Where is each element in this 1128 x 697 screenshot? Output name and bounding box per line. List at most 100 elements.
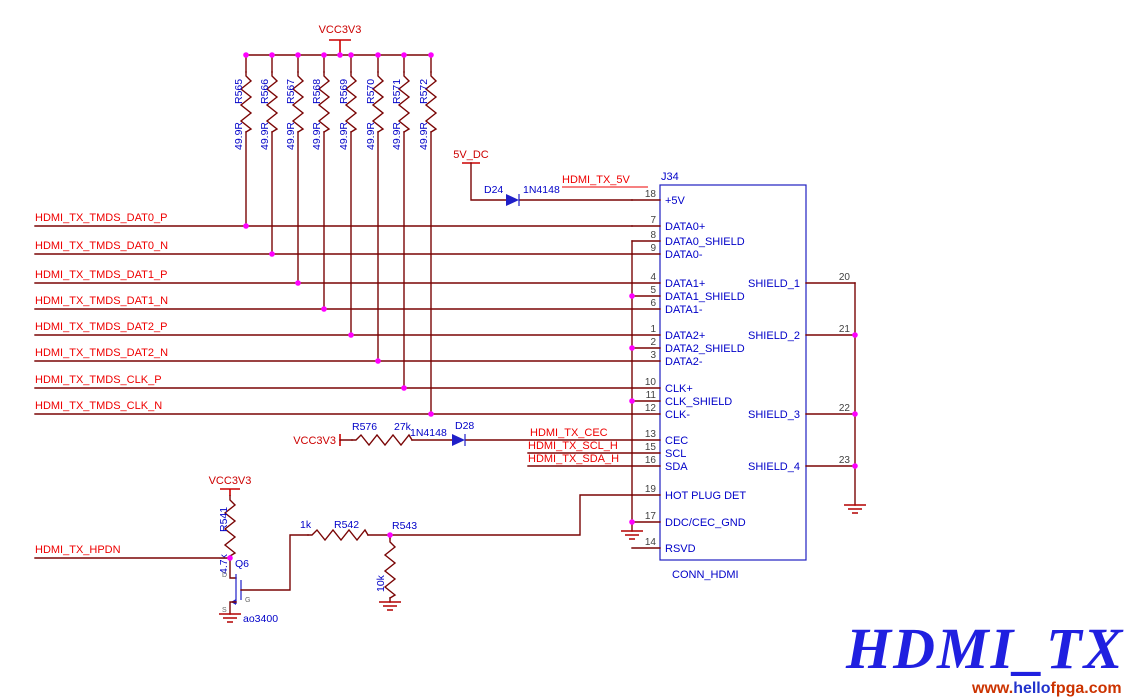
connector-footprint: CONN_HDMI [672, 569, 739, 581]
resistor-ref: R568 [311, 79, 323, 104]
pin-name: SHIELD_1 [748, 278, 800, 290]
q6-gate-wire [240, 534, 309, 591]
pin-number: 14 [645, 537, 657, 548]
pin-number: 8 [650, 230, 656, 241]
ground-symbol [378, 601, 402, 611]
pin-number: 1 [650, 324, 656, 335]
junction-dot [852, 332, 858, 338]
watermark-suffix: fpga.com [1051, 680, 1122, 697]
cec-branch: VCC3V3 R576 27k 1N4148 D28 HDMI_TX_CEC H… [293, 420, 633, 467]
resistor-R542 [307, 529, 369, 541]
watermark: www.hellofpga.com [971, 680, 1122, 697]
hpd-to-pin19-wire [367, 494, 633, 536]
sheet-title: HDMI_TX [845, 616, 1124, 681]
net-label: HDMI_TX_TMDS_DAT2_N [35, 347, 168, 359]
resistor-value: 49.9R [418, 122, 430, 150]
tmds-junction-dots [243, 223, 434, 417]
net-label: HDMI_TX_TMDS_DAT2_P [35, 321, 167, 333]
pin-name: DATA0_SHIELD [665, 236, 745, 248]
vcc3v3-top-power-port: VCC3V3 [319, 24, 362, 55]
diode-D28 [451, 433, 466, 447]
transistor-Q6: Q6 ao3400 D G S [218, 534, 309, 625]
q6-pin-g-label: G [245, 597, 250, 604]
net-label: HDMI_TX_5V [562, 174, 631, 186]
pin-number: 3 [650, 350, 656, 361]
diode-ref: D28 [455, 420, 474, 432]
pin-number: 11 [646, 390, 657, 401]
pin-name: CLK- [665, 409, 690, 421]
resistor-ref: R566 [259, 79, 271, 104]
pin-name: DATA2- [665, 356, 703, 368]
pin-number: 23 [839, 455, 851, 466]
diode-D24 [505, 193, 520, 207]
pin-name: DATA1+ [665, 278, 705, 290]
ground-symbol [620, 530, 644, 540]
resistor-ref: R543 [392, 520, 417, 532]
resistor-value: 49.9R [365, 122, 377, 150]
pin-name: SHIELD_3 [748, 409, 800, 421]
pin-number: 20 [839, 272, 851, 283]
pin-number: 2 [650, 337, 656, 348]
hpd-branch: VCC3V3 R541 4.7k HDMI_TX_HPDN Q6 ao3400 … [34, 475, 633, 625]
pin-name: SDA [665, 461, 688, 473]
pin-number: 19 [645, 484, 657, 495]
resistor-value: 49.9R [338, 122, 350, 150]
resistor-ref: R542 [334, 519, 359, 531]
net-label: HDMI_TX_HPDN [35, 544, 121, 556]
pin-name: CLK_SHIELD [665, 396, 732, 408]
vcc3v3-cec-label: VCC3V3 [293, 435, 336, 447]
resistor-value: 1k [300, 519, 312, 531]
resistor-ref: R571 [391, 79, 403, 104]
transistor-ref: Q6 [235, 558, 249, 570]
resistor-ref: R570 [365, 79, 377, 104]
net-label: HDMI_TX_TMDS_DAT0_N [35, 240, 168, 252]
resistor-value: 10k [375, 574, 387, 592]
resistor-ref: R569 [338, 79, 350, 104]
junction-dot [852, 411, 858, 417]
resistor-ref: R572 [418, 79, 430, 104]
pin-name: +5V [665, 195, 686, 207]
junction-dot [387, 532, 393, 538]
resistor-ref: R567 [285, 79, 297, 104]
watermark-prefix: www. [971, 680, 1013, 697]
ground-symbol [218, 613, 242, 623]
junction-dot [629, 293, 635, 299]
resistor-value: 49.9R [233, 122, 245, 150]
pin-name: DDC/CEC_GND [665, 517, 746, 529]
pin-name: DATA0+ [665, 221, 705, 233]
resistor-value: 27k [394, 421, 412, 433]
pin-number: 10 [645, 377, 657, 388]
pin-name: DATA2+ [665, 330, 705, 342]
q6-source-wire [229, 601, 237, 615]
hpdn-wire [34, 555, 237, 579]
q6-pin-d-label: D [222, 572, 227, 579]
pin-name: SCL [665, 448, 686, 460]
vcc3v3-top-label: VCC3V3 [319, 24, 362, 36]
pin-number: 7 [650, 215, 656, 226]
diode-type: 1N4148 [410, 427, 447, 439]
resistor-ref: R541 [218, 507, 230, 532]
pin-name: DATA0- [665, 249, 703, 261]
connector-ref: J34 [661, 171, 679, 183]
pin-number: 15 [645, 442, 657, 453]
net-label: HDMI_TX_TMDS_DAT1_N [35, 295, 168, 307]
diode-ref: D24 [484, 184, 503, 196]
net-label: HDMI_TX_TMDS_CLK_N [35, 400, 162, 412]
pin-name: SHIELD_2 [748, 330, 800, 342]
resistor-ref: R576 [352, 421, 377, 433]
transistor-type: ao3400 [243, 613, 278, 625]
pin-name: SHIELD_4 [748, 461, 800, 473]
pin-name: RSVD [665, 543, 696, 555]
pin-name: DATA1- [665, 304, 703, 316]
pin-name: DATA1_SHIELD [665, 291, 745, 303]
pin-number: 21 [839, 324, 851, 335]
net-label: HDMI_TX_CEC [530, 427, 608, 439]
pin-number: 16 [645, 455, 657, 466]
pin-name: CEC [665, 435, 688, 447]
pin-number: 5 [650, 285, 656, 296]
pin-name: CLK+ [665, 383, 693, 395]
junction-dot [629, 519, 635, 525]
net-label: HDMI_TX_TMDS_DAT1_P [35, 269, 167, 281]
pin-number: 9 [650, 243, 656, 254]
